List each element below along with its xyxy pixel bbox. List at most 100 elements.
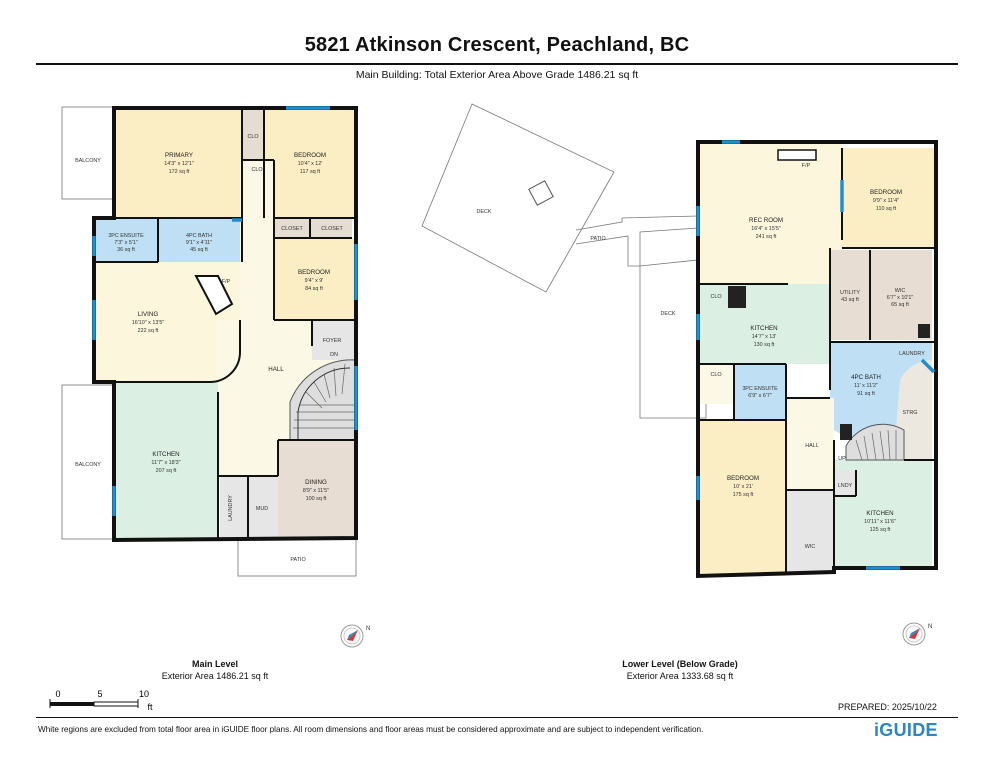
bedroom-room-2 <box>274 238 356 320</box>
patio <box>237 537 357 577</box>
bedroom1-dim: 10'4" x 12' <box>298 161 323 167</box>
lower-clo2-label: CLO <box>710 372 721 378</box>
foyer-label: FOYER <box>323 338 342 344</box>
dining-dim: 8'9" x 11'5" <box>303 488 329 494</box>
closet-room-2 <box>274 218 310 238</box>
lower-bedroom2-dim: 10' x 21' <box>733 484 753 490</box>
wic2-label: WIC <box>805 544 816 550</box>
bedroom2-dim: 9'4" x 9' <box>305 278 324 284</box>
deck-post <box>528 180 554 206</box>
dining-area: 100 sq ft <box>306 496 327 502</box>
primary-dim: 14'3" x 12'1" <box>164 161 194 167</box>
wic1-dim: 6'7" x 10'1" <box>887 295 914 301</box>
closet-room-3 <box>310 218 352 238</box>
primary-room <box>114 110 242 218</box>
bath-area: 45 sq ft <box>190 247 208 253</box>
clo-label-2: CLO <box>251 167 262 173</box>
compass-icon: N <box>340 624 370 648</box>
lndy-label: LNDY <box>838 483 853 489</box>
svg-text:N: N <box>366 626 370 632</box>
dn-label: DN <box>330 352 338 358</box>
lndy-room <box>834 470 856 496</box>
kitchen-room <box>114 382 218 540</box>
bedroom2-label: BEDROOM <box>298 269 330 276</box>
wic1-label: WIC <box>895 288 906 294</box>
kitchen-area: 207 sq ft <box>156 468 177 474</box>
lower-kitchen1-label: KITCHEN <box>750 325 777 332</box>
svg-text:N: N <box>928 624 932 630</box>
clo-label-1: CLO <box>247 134 258 140</box>
patio-walk-2 <box>575 215 699 231</box>
main-level-caption: Main Level Exterior Area 1486.21 sq ft <box>140 658 290 682</box>
deck-label-top: DECK <box>477 209 492 215</box>
laundry-label: LAUNDRY <box>228 495 234 521</box>
patio-label-lower: PATIO <box>590 236 605 242</box>
primary-label: PRIMARY <box>165 152 193 159</box>
lower-clo1-label: CLO <box>710 294 721 300</box>
lower-kitchen2-area: 125 sq ft <box>870 527 891 533</box>
page-subtitle: Main Building: Total Exterior Area Above… <box>355 69 639 81</box>
fireplace-lower <box>777 149 817 161</box>
lower-exterior-wall <box>696 140 938 579</box>
mud-room <box>248 476 278 538</box>
hall-label: HALL <box>268 366 284 373</box>
ensuite-room <box>94 218 158 262</box>
compass-icon: N <box>902 622 932 646</box>
lower-kitchen1-room <box>698 284 830 364</box>
header-rule <box>36 63 958 65</box>
balcony-top <box>61 106 115 200</box>
balcony-bottom <box>61 384 118 540</box>
bedroom1-area: 117 sq ft <box>300 169 321 175</box>
column-2 <box>840 424 852 440</box>
fp-label-main: F/P <box>222 279 231 285</box>
clo2-room <box>698 364 734 404</box>
ensuite-area: 36 sq ft <box>117 247 135 253</box>
lower-kitchen1-area: 130 sq ft <box>754 342 775 348</box>
lower-level-plan: DECK PATIO DECK REC ROOM 16'4" x 15'5" 2… <box>421 103 938 646</box>
strg-room <box>896 360 932 460</box>
column-1 <box>728 286 746 308</box>
utility-label: UTILITY <box>840 290 860 296</box>
ensuite-dim: 7'3" x 5'1" <box>114 240 138 246</box>
lower-bedroom1-area: 110 sq ft <box>876 206 897 212</box>
balcony-label-bottom: BALCONY <box>75 462 101 468</box>
lower-stair-treads <box>855 429 897 461</box>
lower-bedroom1-dim: 9'9" x 11'4" <box>873 198 899 204</box>
scale-segment-2 <box>93 701 139 707</box>
patio-walk <box>575 227 699 267</box>
bedroom-room-1 <box>264 110 356 218</box>
wic2-room <box>786 490 834 572</box>
dining-label: DINING <box>305 479 327 486</box>
lower-bath-area: 91 sq ft <box>857 391 875 397</box>
main-level-area: Exterior Area 1486.21 sq ft <box>161 671 269 681</box>
main-stair-treads <box>293 363 356 429</box>
lower-ensuite-label: 3PC ENSUITE <box>742 386 778 392</box>
living-dim: 16'10" x 13'5" <box>132 320 165 326</box>
scale-segment-1 <box>50 702 94 706</box>
main-level-plan: BALCONY BALCONY PRIMARY 14'3" x 12'1" 17… <box>61 106 370 648</box>
lower-bath-dim: 11' x 11'2" <box>854 383 878 389</box>
main-interior-walls <box>94 110 356 540</box>
lower-windows <box>696 140 936 570</box>
prepared-date: PREPARED: 2025/10/22 <box>838 702 937 712</box>
deck-label-side: DECK <box>661 311 676 317</box>
iguide-logo-text: iGUIDE <box>874 720 938 740</box>
scale-tick-10: 10 <box>139 689 149 699</box>
scale-tick-0: 0 <box>55 689 60 699</box>
up-label: UP <box>838 456 846 462</box>
lower-bath-room <box>830 342 932 440</box>
bath-label: 4PC BATH <box>186 233 212 239</box>
bedroom1-label: BEDROOM <box>294 152 326 159</box>
fp-label-lower: F/P <box>802 163 811 169</box>
living-curve-wall <box>209 320 241 383</box>
deck-top <box>421 103 615 293</box>
main-level-title: Main Level <box>191 659 238 669</box>
bath-room <box>158 218 242 262</box>
bedroom2-area: 84 sq ft <box>305 286 323 292</box>
lower-hall-room <box>786 398 834 490</box>
lower-level-title: Lower Level (Below Grade) <box>622 659 738 669</box>
dining-room <box>278 440 356 538</box>
utility-area: 43 sq ft <box>841 297 859 303</box>
column-3 <box>918 324 930 338</box>
footer-rule <box>36 717 958 718</box>
